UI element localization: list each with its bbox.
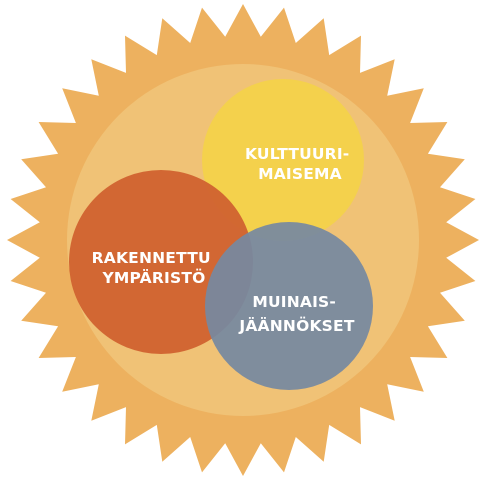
circle-kulttuurimaisema-line-2: MAISEMA bbox=[258, 165, 342, 183]
svg-text:MUINAIS- JÄÄNNÖKSET: MUINAIS- JÄÄNNÖKSET bbox=[238, 293, 354, 335]
circle-rakennettu-ymparisto-line-2: YMPÄRISTÖ bbox=[102, 268, 206, 287]
circle-muinaisjaannokset: MUINAIS- JÄÄNNÖKSET bbox=[205, 222, 373, 390]
circle-rakennettu-ymparisto-line-1: RAKENNETTU bbox=[92, 249, 211, 267]
svg-text:KULTTUURI- MAISEMA: KULTTUURI- MAISEMA bbox=[245, 145, 355, 183]
circle-kulttuurimaisema-line-1: KULTTUURI- bbox=[245, 145, 349, 163]
circle-kulttuurimaisema: KULTTUURI- MAISEMA bbox=[202, 79, 364, 241]
circle-muinaisjaannokset-line-1: MUINAIS- bbox=[252, 293, 336, 311]
circle-muinaisjaannokset-line-2: JÄÄNNÖKSET bbox=[238, 316, 354, 335]
svg-text:RAKENNETTU YMPÄRISTÖ: RAKENNETTU YMPÄRISTÖ bbox=[92, 249, 217, 287]
